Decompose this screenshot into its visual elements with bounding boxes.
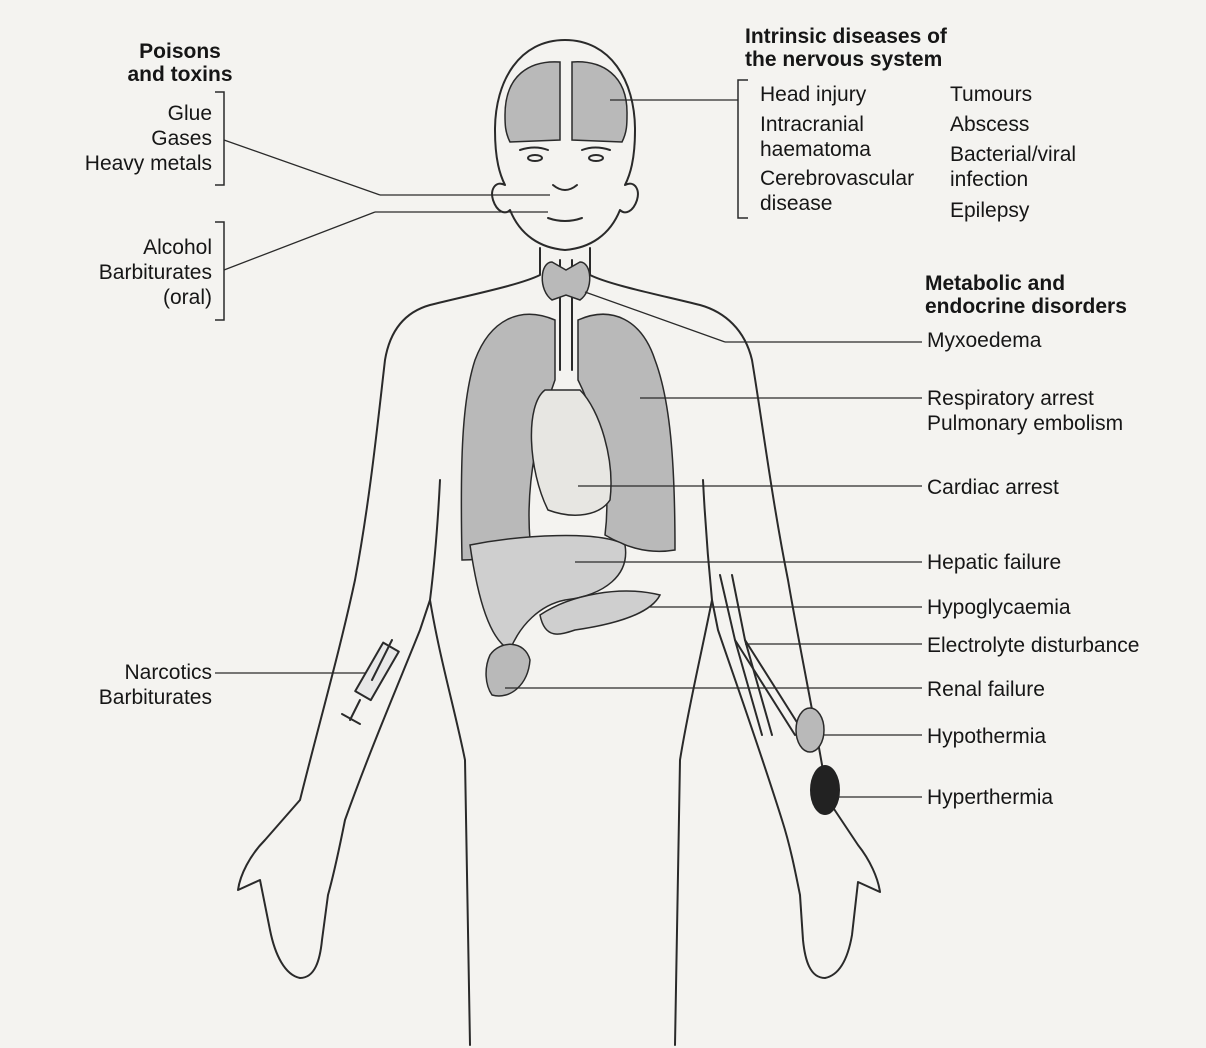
- haematoma-label: Intracranial haematoma: [760, 112, 871, 162]
- cardiac-label: Cardiac arrest: [927, 475, 1059, 500]
- narcotics-items: Narcotics Barbiturates: [20, 660, 212, 710]
- renal-label: Renal failure: [927, 677, 1045, 702]
- hepatic-label: Hepatic failure: [927, 550, 1061, 575]
- cerebrovascular-label: Cerebrovascular disease: [760, 166, 914, 216]
- abscess-label: Abscess: [950, 112, 1029, 137]
- respiratory-label: Respiratory arrest Pulmonary embolism: [927, 386, 1123, 436]
- hot-patch: [810, 765, 840, 815]
- head-injury-label: Head injury: [760, 82, 866, 107]
- intrinsic-heading: Intrinsic diseases of the nervous system: [745, 25, 947, 71]
- alcohol-items: Alcohol Barbiturates (oral): [40, 235, 212, 310]
- poisons-heading: Poisons and toxins: [100, 40, 260, 86]
- metabolic-heading: Metabolic and endocrine disorders: [925, 272, 1127, 318]
- electrolyte-label: Electrolyte disturbance: [927, 633, 1139, 658]
- syringe-icon: [342, 640, 399, 724]
- brain: [505, 62, 560, 142]
- thyroid: [542, 262, 590, 300]
- tumours-label: Tumours: [950, 82, 1032, 107]
- head-outline: [492, 40, 638, 250]
- infection-label: Bacterial/viral infection: [950, 142, 1076, 192]
- hypoglycaemia-label: Hypoglycaemia: [927, 595, 1071, 620]
- hypothermia-label: Hypothermia: [927, 724, 1046, 749]
- myxoedema-label: Myxoedema: [927, 328, 1041, 353]
- epilepsy-label: Epilepsy: [950, 198, 1029, 223]
- poisons-items: Glue Gases Heavy metals: [40, 101, 212, 176]
- hyperthermia-label: Hyperthermia: [927, 785, 1053, 810]
- cold-patch: [796, 708, 824, 752]
